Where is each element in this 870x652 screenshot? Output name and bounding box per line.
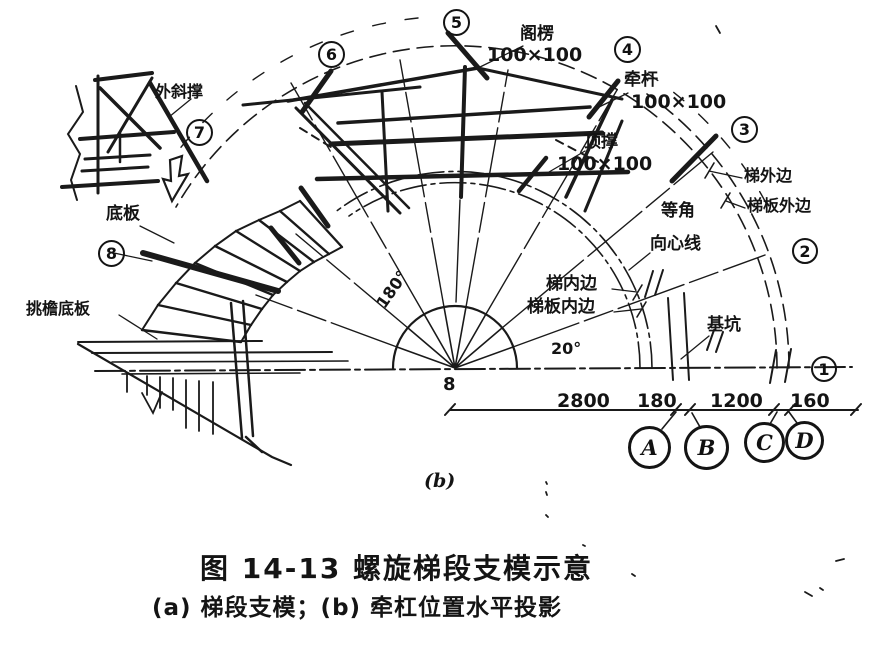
label-joist-size: 100×100 — [487, 44, 583, 66]
dim-1200: 1200 — [710, 390, 763, 412]
label-bottom-plate: 底板 — [106, 204, 140, 224]
stair-treads — [140, 199, 344, 344]
hollow-arrow-icon — [161, 154, 191, 204]
label-tie-rod-size: 100×100 — [631, 91, 727, 113]
marker-3: 3 — [731, 116, 758, 143]
figure-caption-title: 图 14-13 螺旋梯段支模示意 — [200, 552, 594, 585]
formwork-beams — [241, 65, 631, 303]
detail-a-sketch — [60, 71, 210, 201]
label-joist: 阁楞 — [520, 24, 554, 44]
label-stair-outer-edge: 梯外边 — [744, 166, 793, 185]
marker-5: 5 — [443, 9, 470, 36]
center-axis-line — [94, 366, 853, 372]
leader-lines — [113, 45, 746, 360]
marker-6: 6 — [318, 41, 345, 68]
marker-2: 2 — [792, 238, 818, 264]
label-stair-slab-outer-edge: 梯板外边 — [747, 196, 812, 215]
bottom-plate-beam — [140, 250, 281, 294]
grid-circle-leaders — [661, 411, 798, 430]
dim-2800: 2800 — [557, 390, 610, 412]
grid-circle-a: A — [628, 426, 671, 469]
label-centripetal-line: 向心线 — [650, 234, 701, 254]
label-eave-bottom-plate: 挑檐底板 — [26, 299, 91, 318]
dim-180: 180 — [637, 390, 677, 412]
marker-1: 1 — [811, 356, 837, 382]
marker-7: 7 — [186, 119, 213, 146]
grid-circle-c: C — [744, 422, 785, 463]
angle-step-label: 20° — [551, 339, 582, 358]
eave-slab-lines — [77, 340, 349, 375]
label-stair-inner-edge: 梯内边 — [546, 274, 597, 294]
dimension-line — [444, 403, 862, 416]
ground-hatch — [76, 342, 293, 467]
label-tie-rod: 牵杆 — [624, 70, 658, 90]
figure-caption-subtitle: (a) 梯段支模；(b) 牵杠位置水平投影 — [152, 595, 563, 621]
print-specks — [545, 25, 845, 597]
grid-circle-b: B — [684, 425, 729, 470]
centripetal-lines — [255, 59, 766, 348]
label-outer-diagonal-brace: 外斜撑 — [155, 82, 204, 101]
label-top-prop: 顶撑 — [584, 132, 618, 152]
brace-poles — [268, 30, 719, 266]
dim-160: 160 — [790, 390, 830, 412]
outer-edge-arcs — [175, 44, 790, 369]
label-stair-slab-inner-edge: 梯板内边 — [527, 297, 595, 317]
grid-circle-d: D — [785, 421, 824, 460]
protractor — [391, 304, 519, 370]
label-foundation-pit: 基坑 — [707, 315, 741, 335]
center-point-label: 8 — [443, 374, 456, 395]
label-equal-angle: 等角 — [661, 201, 695, 221]
marker-8: 8 — [98, 240, 125, 267]
label-top-prop-size: 100×100 — [557, 153, 653, 175]
inner-edge-arcs — [333, 170, 653, 369]
marker-4: 4 — [614, 36, 641, 63]
subfigure-b-label: (b) — [424, 470, 456, 492]
pit-edges — [644, 269, 792, 384]
stair-edges — [141, 200, 343, 343]
